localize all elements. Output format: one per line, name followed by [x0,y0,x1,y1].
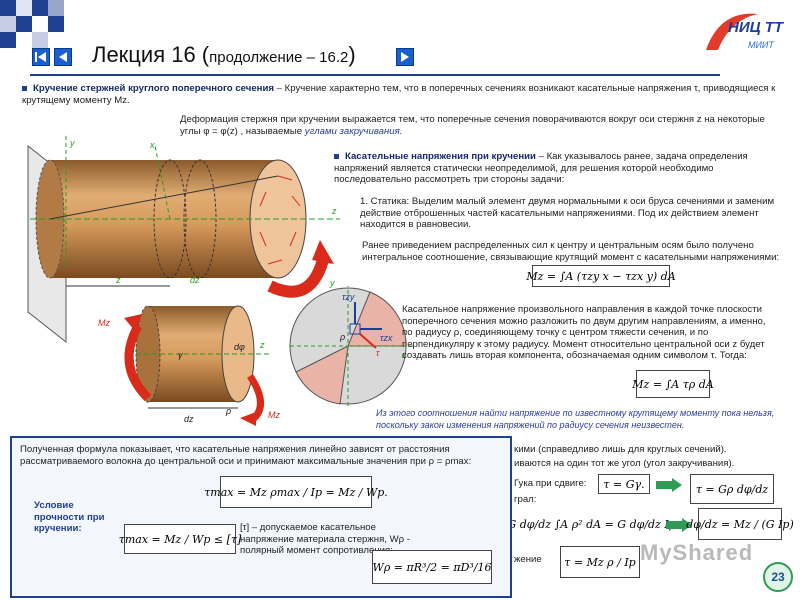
decor-square [16,16,32,32]
summary-paragraph: Полученная формула показывает, что касат… [20,444,472,467]
label-mz: Mz [268,410,280,420]
partial-text-1: кими (справедливо лишь для круглых сечен… [514,444,727,455]
generatrix-line [49,175,279,220]
bullet-icon [22,85,27,91]
label-y: y [329,278,335,288]
statics-paragraph: 1. Статика: Выделим малый элемент двумя … [360,196,775,230]
label-tau-zx: τzx [380,333,393,343]
arrow-left-icon [59,52,67,62]
formula-moment-tau: Mz = ∫A τρ dA [632,370,714,398]
label-tau-zy: τzy [342,292,355,302]
partial-text-4: грал: [514,494,537,505]
label-rho: ρ [339,332,345,342]
cross-section-sector [347,291,407,347]
formula-integral-ip: = G dφ/dz ∫A ρ² dA = G dφ/dz Ip. [494,517,680,531]
decor-square [0,16,16,32]
partial-text-5: жение [514,554,542,565]
formula-strength-condition: τmax = Mz / Wp ≤ [τ] [119,524,241,554]
label-dz: dz [184,414,194,424]
decor-square [32,32,48,48]
label-mz: Mz [98,318,110,328]
label-dz: dz [190,275,200,285]
svg-text:МИИТ: МИИТ [748,40,775,50]
logo: НИЦ ТТ МИИТ [700,6,792,56]
torque-arrow-main [267,254,330,298]
cross-section-sector-2 [295,345,349,405]
decor-square [48,0,64,16]
decor-square [0,0,16,16]
formula-polar-modulus: Wρ = πR³/2 = πD³/16 [372,550,492,584]
allowable-stress-definition: [τ] – допускаемое касательное напряжение… [240,522,411,556]
intro-paragraph: Кручение стержней круглого поперечного с… [22,83,776,106]
bullet-icon [334,153,339,159]
label-z: z [331,206,337,216]
partial-text-2: иваются на один тот же угол (угол закруч… [514,458,735,469]
torsion-diagram: y x z z dz Mz Mz Mz dz y τzy τzx x ρ z d… [27,136,415,426]
strength-condition-label: Условие прочности при кручении: [34,500,105,534]
label-x: x [149,140,155,150]
label-z: z [115,275,121,285]
watermark: MyShared [640,540,754,565]
tau-arrow [359,333,377,349]
axis-x [154,145,171,220]
arrow-right-icon [666,518,692,532]
tangential-paragraph: Касательные напряжения при кручении – Ка… [334,151,748,185]
label-dphi: dφ [234,342,245,352]
label-tau: τ [376,348,380,358]
label-z: z [259,340,265,350]
label-x: x [401,350,407,360]
label-rho: ρ [225,406,231,416]
svg-text:НИЦ ТТ: НИЦ ТТ [728,19,785,36]
first-slide-button[interactable] [32,48,50,66]
prev-slide-button[interactable] [54,48,72,66]
decompose-paragraph: Касательное напряжение произвольного нап… [402,304,766,361]
formula-tau-grad: τ = Gρ dφ/dz [690,474,774,504]
decor-square [0,32,16,48]
partial-text-3: Гука при сдвиге: [514,478,587,489]
label-y: y [69,138,75,148]
label-gamma: γ [178,350,183,360]
element-front [221,305,255,403]
arrow-right-icon [401,52,409,62]
decor-square [16,0,32,16]
next-slide-button[interactable] [396,48,414,66]
decor-square [48,16,64,32]
label-mz: Mz [316,260,328,270]
integral-paragraph: Ранее приведением распределенных сил к ц… [362,240,780,263]
decor-square [32,0,48,16]
deformation-paragraph: Деформация стержня при кручении выражает… [180,114,765,137]
page-title: Лекция 16 (продолжение – 16.2) [92,42,356,67]
arrow-right-icon [656,478,682,492]
summary-box: Полученная формула показывает, что касат… [10,436,512,598]
skip-back-icon [35,52,46,62]
formula-twist-rate: dφ/dz = Mz / (G Ip) [686,508,794,540]
note-paragraph: Из этого соотношения найти напряжение по… [376,408,775,430]
formula-integral-moment: Mz = ∫A (τzy x − τzx y) dA [526,265,676,287]
page-number: 23 [763,562,793,592]
formula-tau-max: τmax = Mz ρmax / Ip = Mz / Wp. [204,476,388,508]
formula-tau-final: τ = Mz ρ / Ip [560,546,640,578]
stress-arrows [259,175,301,265]
logo-emblem-icon: НИЦ ТТ МИИТ [706,13,785,50]
formula-hooke: τ = Gγ. [598,474,650,494]
header-divider [30,74,720,76]
torque-arrow-left [124,323,152,402]
